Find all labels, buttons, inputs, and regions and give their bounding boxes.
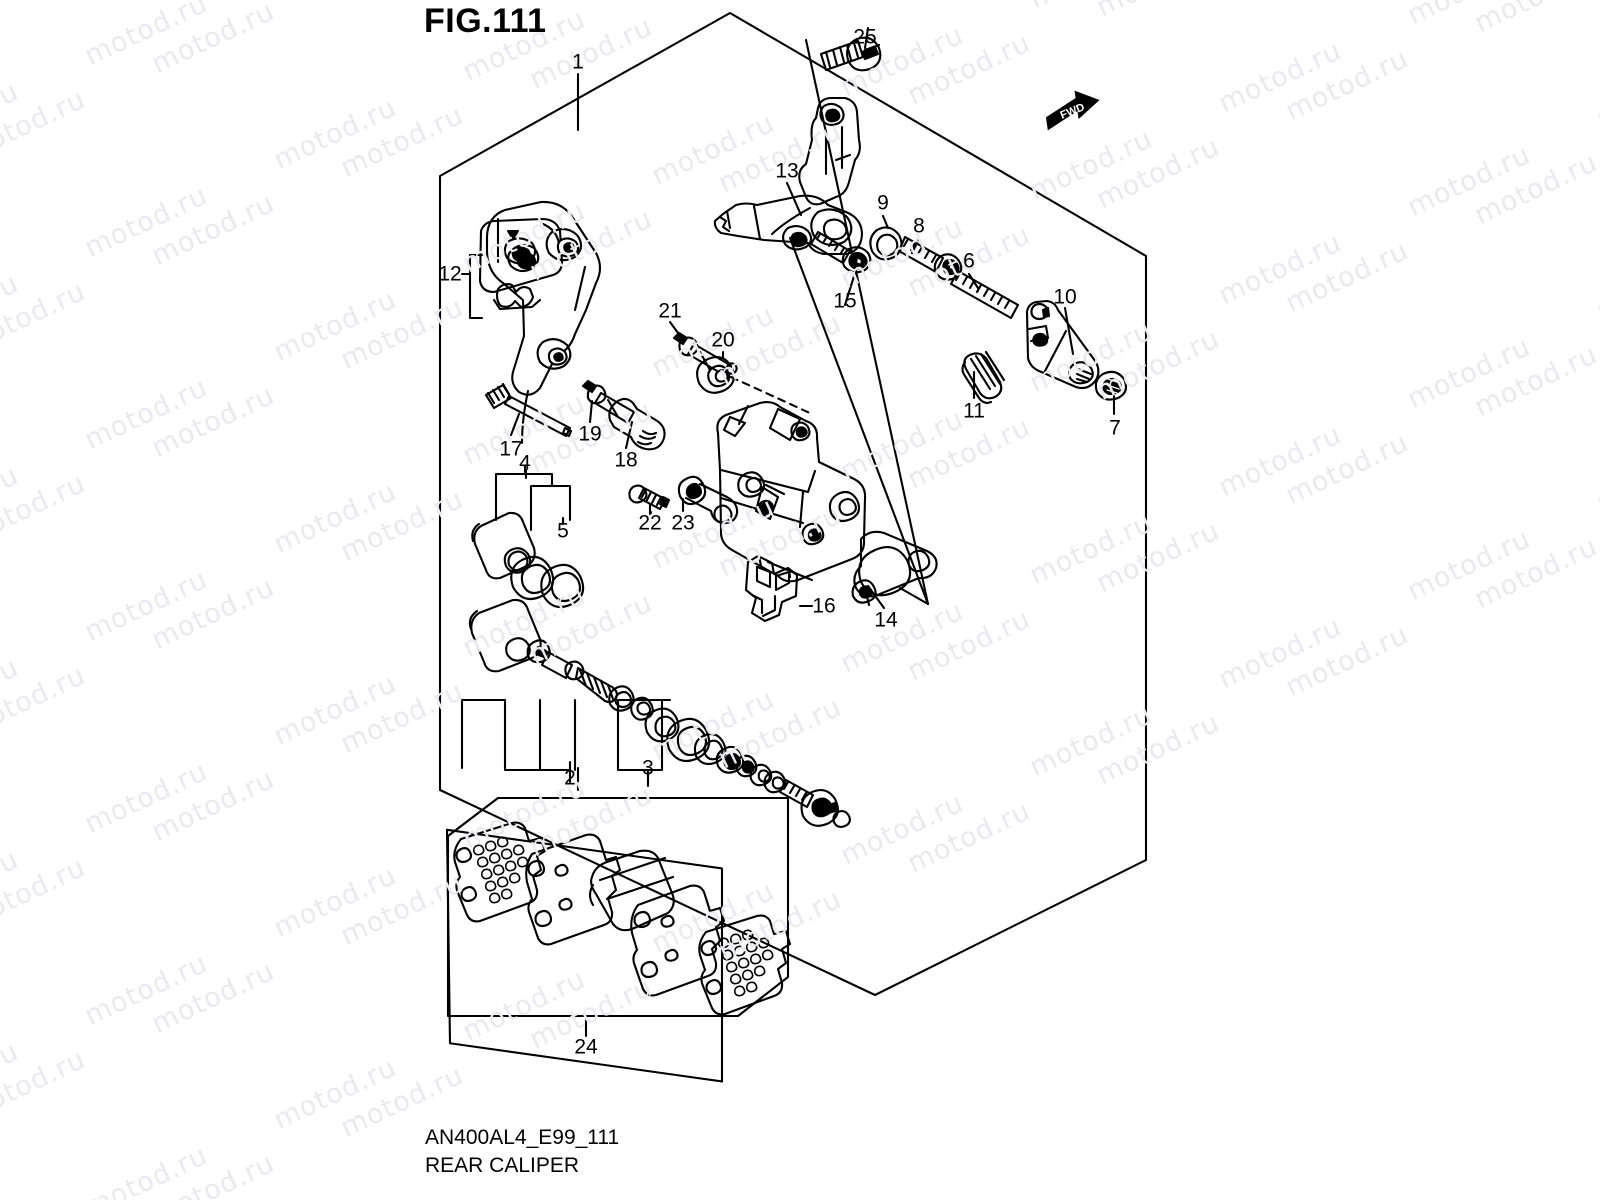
- part-13-brake-lever: [713, 96, 864, 256]
- part-17-guide-pin: [484, 382, 573, 438]
- callout-6: 6: [963, 249, 975, 273]
- callout-1: 1: [572, 50, 584, 74]
- figure-caption: AN400AL4_E99_111 REAR CALIPER: [425, 1124, 619, 1181]
- part-1-caliper-bracket: [485, 200, 602, 445]
- callout-19: 19: [578, 422, 602, 446]
- figure-title: FIG.111: [424, 2, 547, 40]
- part-11-return-spring: [961, 350, 1006, 404]
- caption-code: AN400AL4_E99_111: [425, 1126, 620, 1149]
- callout-12: 12: [438, 262, 462, 286]
- part-14-caliper-body: [716, 401, 938, 607]
- fwd-label: FWD: [1059, 101, 1087, 122]
- assembly-frame-hexagon: [438, 11, 1148, 997]
- callout-20: 20: [711, 328, 735, 352]
- callout-25: 25: [853, 25, 877, 49]
- callout-23: 23: [671, 511, 695, 535]
- part-22-bleeder-screw: [628, 484, 671, 516]
- callout-5: 5: [557, 519, 569, 543]
- callout-9: 9: [877, 191, 889, 215]
- caption-name: REAR CALIPER: [425, 1154, 580, 1178]
- callout-21: 21: [658, 299, 682, 323]
- part-25-screw: [819, 26, 882, 72]
- part-4-5-piston-seal-set: [471, 464, 585, 609]
- callout-11: 11: [963, 399, 985, 423]
- part-24-pads: [453, 821, 792, 1016]
- callout-18: 18: [614, 448, 638, 472]
- misc-leaders: [524, 468, 886, 792]
- part-6-threaded-rod: [949, 269, 1020, 320]
- callout-4: 4: [519, 451, 531, 475]
- callout-7: 7: [1109, 416, 1121, 440]
- part-15-socket-bolt: [809, 230, 872, 307]
- callout-13: 13: [775, 159, 799, 183]
- part-8-adjuster: [897, 235, 963, 281]
- callout-8: 8: [913, 214, 925, 238]
- callout-24: 24: [574, 1035, 598, 1059]
- part-9-o-ring: [869, 214, 903, 261]
- part-20-dust-boot: [696, 350, 814, 416]
- part-18-slide-pin: [608, 397, 666, 451]
- callout-14: 14: [874, 608, 898, 632]
- part-7-nut: [1094, 370, 1128, 416]
- callout-15: 15: [833, 289, 857, 313]
- part-19-pin-bolt: [581, 379, 636, 425]
- part-10-adjusting-cylinder: [1025, 299, 1100, 390]
- callout-16: 16: [812, 594, 836, 618]
- callout-2: 2: [564, 766, 576, 790]
- callout-3: 3: [642, 756, 654, 780]
- callout-17: 17: [499, 437, 523, 461]
- callout-22: 22: [638, 511, 662, 535]
- callout-10: 10: [1053, 285, 1077, 309]
- part-16-pad-spring: [744, 554, 814, 623]
- fwd-direction-badge: FWD: [1040, 88, 1104, 141]
- part-24-group-frame: [446, 796, 790, 1038]
- part-2-3-cylinder-set: [460, 598, 851, 828]
